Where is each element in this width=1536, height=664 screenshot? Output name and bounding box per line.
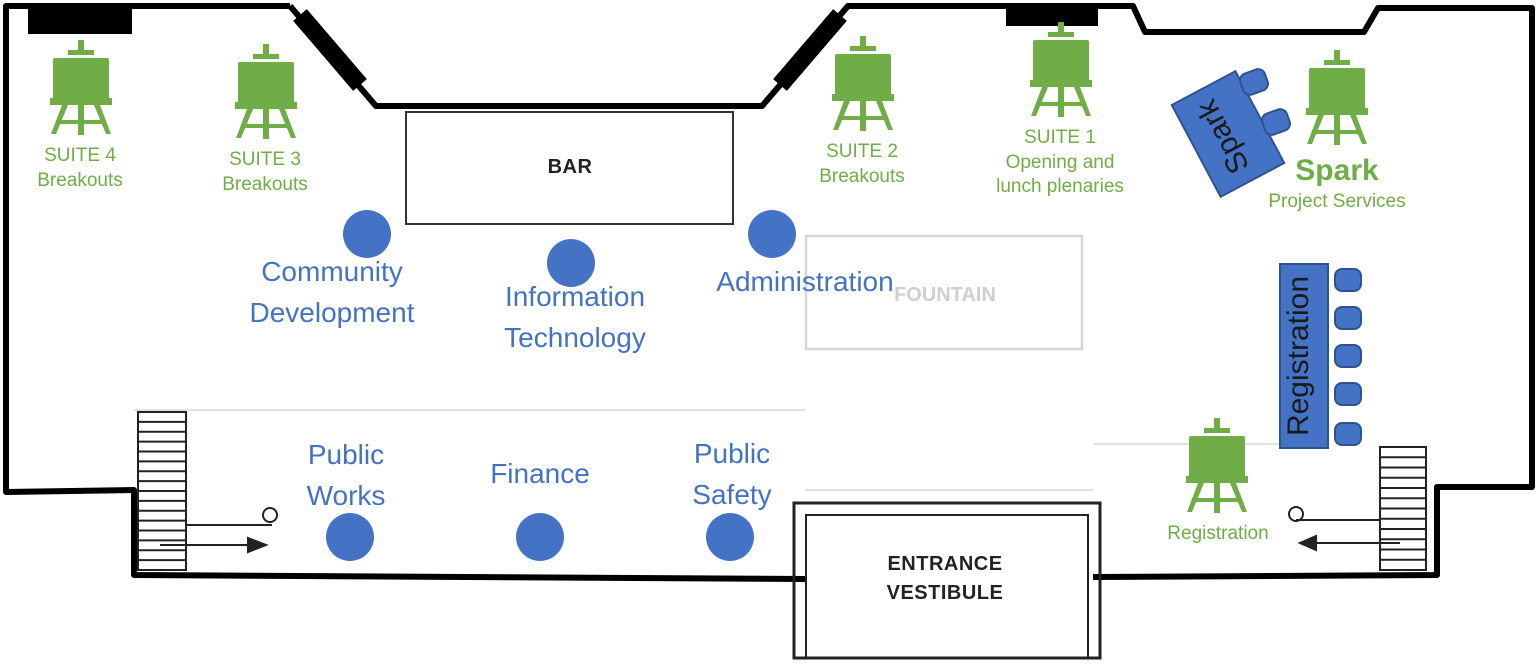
room-name: SUITE 1 [1024,127,1096,148]
booth-community-label: Community Development [222,252,442,333]
bar-label: BAR [547,156,593,178]
easel-icon [1186,418,1248,513]
booth-line1: Public [307,439,385,470]
room-registration-label: Registration [1167,523,1269,544]
booth-it-marker [547,239,595,287]
booth-line1: Community [261,256,403,287]
entrance-line1: ENTRANCE [887,553,1003,575]
room-name: SUITE 3 [229,149,301,170]
booth-public-works-label: Public Works [276,435,416,516]
room-suite2-label: SUITE 2 Breakouts [802,140,922,189]
booth-line1: Administration [716,266,894,297]
room-spark-label: Spark Project Services [1256,152,1418,213]
outer-wall-center [287,3,1535,580]
registration-banner-box [1279,263,1329,449]
booth-finance-marker [516,513,564,561]
booth-line2: Safety [692,478,772,510]
room-use: Opening and [1005,151,1115,173]
easel-icon [1306,50,1368,145]
left-stairs [137,411,278,571]
booth-line2: Works [306,479,386,511]
booth-community-marker [343,210,391,258]
chair-icon [1334,382,1362,406]
booth-it-label: Information Technology [470,277,680,358]
chair-icon [1334,306,1362,330]
easel-icon [1030,22,1092,117]
room-suite3-label: SUITE 3 Breakouts [205,148,325,197]
booth-administration-label: Administration [690,262,920,303]
booth-public-safety-marker [706,513,754,561]
easel-icon [235,44,297,139]
room-name: SUITE 2 [826,141,898,162]
spark-subtitle: Project Services [1268,190,1406,212]
chair-icon [1334,422,1362,446]
room-use-2: lunch plenaries [996,176,1124,198]
right-stairs [1288,446,1427,571]
bar-counter [405,111,734,225]
easel-icon [832,36,894,131]
chair-icon [1334,344,1362,368]
entrance-label: ENTRANCE VESTIBULE [860,550,1030,608]
fountain-label: FOUNTAIN [894,284,996,306]
booth-finance-label: Finance [470,454,610,495]
room-use: Breakouts [222,173,308,195]
room-suite1-label: SUITE 1 Opening and lunch plenaries [980,126,1140,200]
room-name: SUITE 4 [44,145,116,166]
booth-line2: Development [249,296,415,328]
booth-line2: Technology [504,321,646,353]
booth-public-works-marker [326,513,374,561]
booth-line1: Public [693,438,771,469]
easel-icon [50,40,112,135]
entrance-line2: VESTIBULE [886,582,1004,604]
room-suite4-label: SUITE 4 Breakouts [20,144,140,193]
spark-banner-box [1170,69,1286,199]
booth-administration-marker [748,210,796,258]
registration-banner-text: Registration [1282,275,1315,437]
booth-line1: Information [504,281,646,312]
spark-title: Spark [1295,154,1379,187]
chair-icon [1334,268,1362,292]
fountain-area [804,234,1084,351]
room-use: Breakouts [819,165,905,187]
booth-public-safety-label: Public Safety [662,434,802,515]
booth-line1: Finance [490,458,590,489]
room-use: Breakouts [37,169,123,191]
